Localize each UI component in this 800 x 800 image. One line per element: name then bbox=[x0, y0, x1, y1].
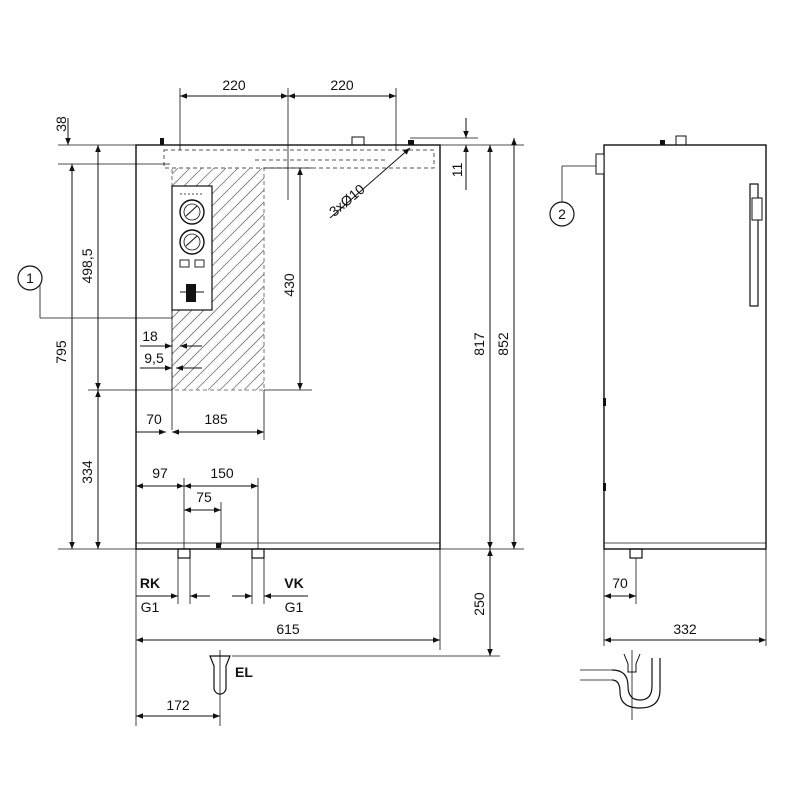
return-label: RK bbox=[140, 575, 160, 591]
hatch-line bbox=[195, 321, 264, 390]
dim-332: 332 bbox=[673, 621, 697, 637]
dim-150: 150 bbox=[210, 465, 234, 481]
dim-852: 852 bbox=[495, 332, 511, 356]
hatch-line bbox=[172, 168, 251, 247]
dim-172: 172 bbox=[166, 697, 190, 713]
hatch-line bbox=[172, 177, 264, 271]
siphon-icon bbox=[580, 650, 661, 720]
dim-430: 430 bbox=[281, 273, 297, 297]
dim-70-front: 70 bbox=[146, 411, 162, 427]
drain-label: EL bbox=[235, 664, 253, 680]
hatch-line bbox=[172, 261, 264, 355]
handle-icon bbox=[749, 183, 759, 307]
hatch-line bbox=[172, 168, 263, 259]
callout-2-label: 2 bbox=[558, 206, 566, 222]
dim-498-5: 498,5 bbox=[79, 248, 95, 283]
dim-75: 75 bbox=[196, 489, 212, 505]
callout-1-label: 1 bbox=[26, 270, 34, 286]
hatch-line bbox=[172, 237, 264, 331]
hatch-line bbox=[207, 333, 264, 390]
dim-185: 185 bbox=[204, 411, 228, 427]
side-view: 2 70 332 bbox=[549, 135, 767, 720]
callout-1 bbox=[17, 265, 43, 291]
dim-817: 817 bbox=[471, 332, 487, 356]
hatch-line bbox=[172, 297, 264, 390]
dim-97: 97 bbox=[152, 465, 168, 481]
flow-label: VK bbox=[284, 575, 303, 591]
dim-795: 795 bbox=[53, 340, 69, 364]
dim-38: 38 bbox=[53, 116, 69, 132]
hatch-line bbox=[219, 345, 264, 390]
dim-220-right: 220 bbox=[330, 77, 354, 93]
cabinet-side bbox=[603, 144, 767, 550]
return-thread: G1 bbox=[141, 599, 160, 615]
hatch-line bbox=[172, 273, 264, 367]
hatch-line bbox=[172, 249, 264, 343]
gauge-icon bbox=[179, 199, 205, 225]
dim-18: 18 bbox=[142, 328, 158, 344]
dim-220-left: 220 bbox=[222, 77, 246, 93]
callout-2 bbox=[549, 201, 575, 227]
hatch-line bbox=[183, 309, 264, 390]
dim-250: 250 bbox=[471, 592, 487, 616]
front-view: 220 220 38 11 3xØ10 430 498,5 795 334 bbox=[17, 77, 524, 726]
dim-334: 334 bbox=[79, 460, 95, 484]
dim-70-side: 70 bbox=[612, 575, 628, 591]
dim-615: 615 bbox=[276, 621, 300, 637]
flow-thread: G1 bbox=[285, 599, 304, 615]
hatch-line bbox=[172, 285, 264, 379]
dim-11: 11 bbox=[449, 163, 465, 178]
gauge-icon bbox=[179, 229, 205, 255]
drain-trap-icon bbox=[209, 650, 231, 726]
dim-9-5: 9,5 bbox=[144, 350, 164, 366]
control-panel bbox=[171, 185, 213, 311]
